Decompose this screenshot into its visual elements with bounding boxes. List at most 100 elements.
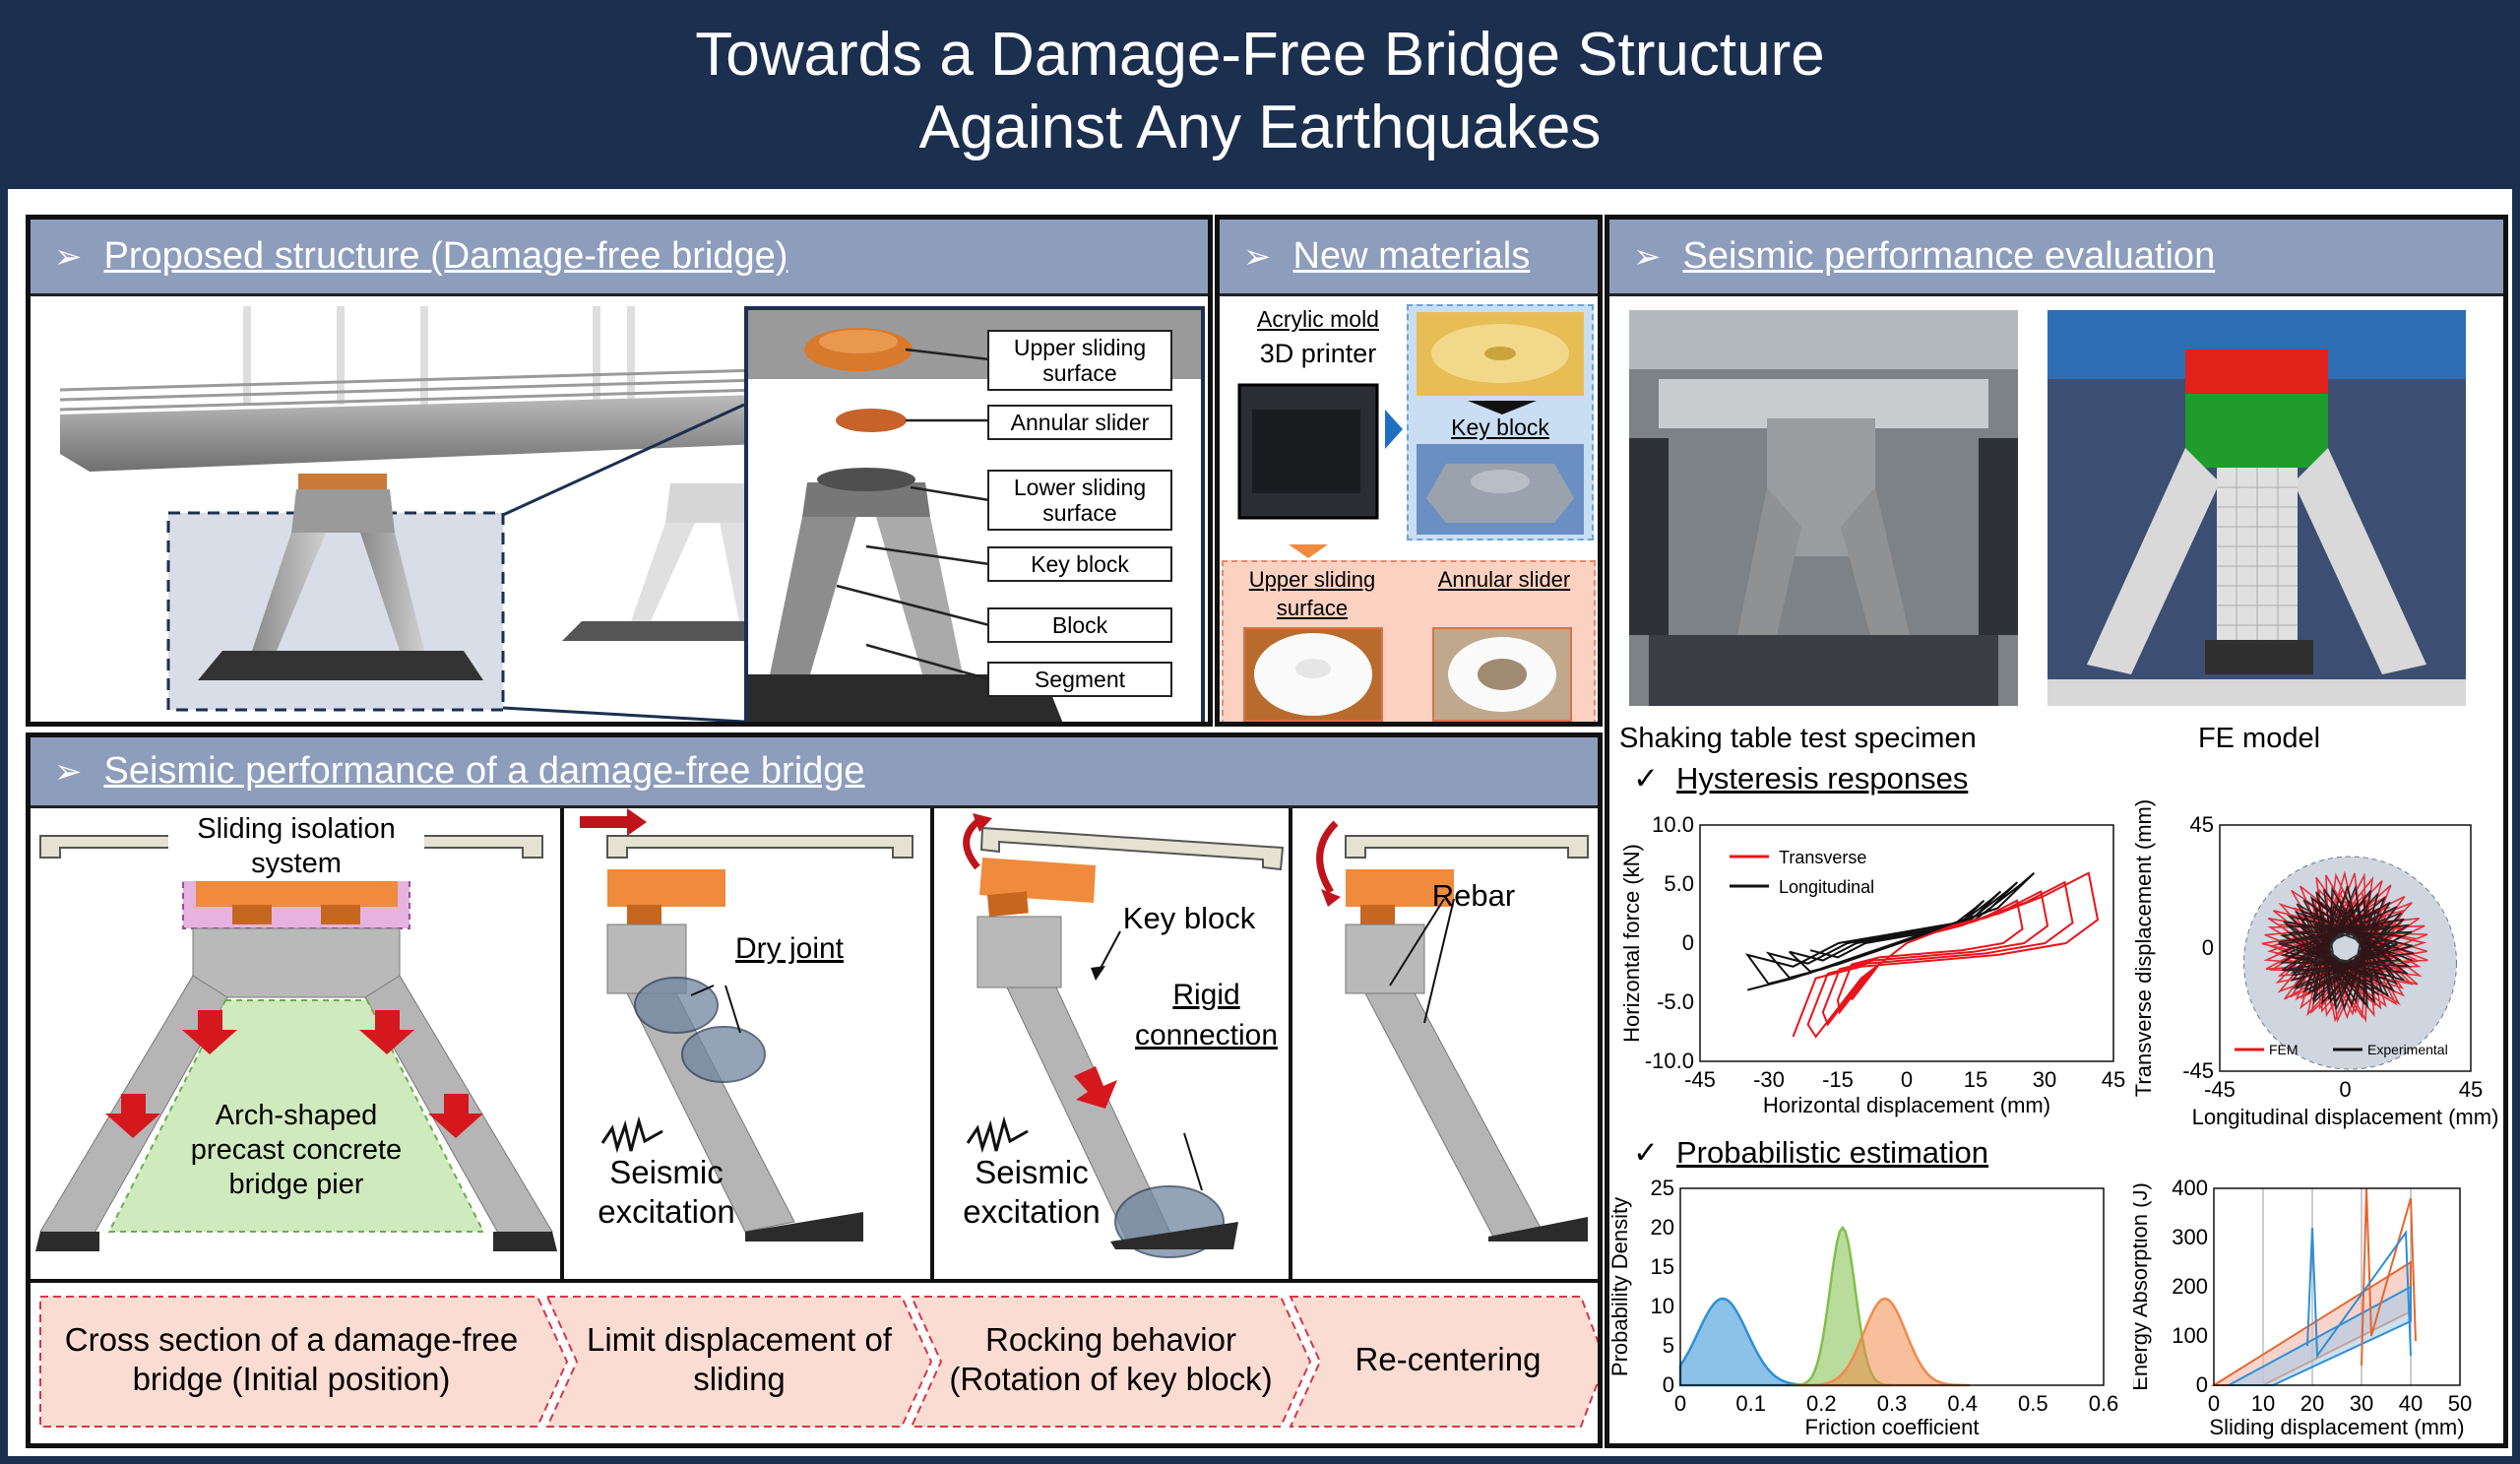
shaking-table-caption: Shaking table test specimen	[1619, 723, 1977, 754]
arch-pier-label: Arch-shaped precast concrete bridge pier	[190, 1100, 403, 1200]
x-tick-label: 0	[2339, 1077, 2351, 1102]
right-triangle-icon	[1385, 410, 1403, 449]
y-tick-label: -5.0	[1657, 989, 1694, 1014]
y-axis-label: Transverse displacement (mm)	[2131, 799, 2156, 1097]
density-curve-0	[1678, 1297, 1822, 1387]
panel-header: ➢ Seismic performance of a damage-free br…	[31, 737, 1598, 808]
x-tick-label: -30	[1753, 1067, 1785, 1092]
x-tick-label: 0.6	[2089, 1391, 2119, 1416]
scene-initial: Sliding isolation system Arch-shaped pre…	[31, 808, 564, 1279]
label-upper-sliding-surface: Upper sliding surface	[987, 330, 1172, 391]
step-4-label: Re-centering	[1354, 1341, 1542, 1377]
orbit-series-experimental	[2277, 884, 2415, 1011]
printer-label: 3D printer	[1259, 339, 1377, 368]
recentering-illustration	[1316, 820, 1589, 1241]
x-tick-label: 30	[2350, 1391, 2373, 1416]
rocking-illustration	[963, 813, 1285, 1258]
y-tick-label: 400	[2172, 1176, 2208, 1200]
new-materials-panel: ➢New materials Acrylic mold 3D printer K…	[1215, 215, 1603, 727]
step-1-label: Cross section of a damage-free bridge (I…	[64, 1321, 519, 1397]
x-tick-label: 0	[2208, 1391, 2220, 1416]
down-triangle-icon	[1468, 401, 1537, 414]
x-axis-label: Horizontal displacement (mm)	[1763, 1093, 2050, 1117]
title-line-1: Towards a Damage-Free Bridge Structure	[695, 21, 1825, 89]
x-tick-label: 0.3	[1877, 1391, 1908, 1416]
zoom-detail: Upper sliding surface Annular slider Low…	[744, 306, 1205, 722]
y-tick-label: -10.0	[1645, 1049, 1694, 1073]
upper-sliding-surface-image	[1243, 627, 1383, 722]
probabilistic-heading: ✓Probabilistic estimation	[1633, 1135, 1988, 1171]
y-tick-label: 0	[1682, 930, 1694, 955]
rebar-label: Rebar	[1431, 878, 1516, 913]
density-curve-2	[1798, 1297, 1970, 1387]
key-block-label: Key block	[1451, 414, 1549, 440]
printer-area: Acrylic mold 3D printer Key block	[1220, 296, 1598, 542]
key-block-label: Key block	[1122, 901, 1256, 935]
sliding-isolation-label: Sliding isolation system	[168, 812, 424, 881]
y-tick-label: 300	[2172, 1225, 2208, 1249]
title-line-2: Against Any Earthquakes	[918, 94, 1602, 161]
bridge-performance-panel: ➢ Seismic performance of a damage-free br…	[26, 732, 1603, 1448]
x-tick-label: 40	[2399, 1391, 2423, 1416]
seismic-excitation-label-1: Seismic excitation	[598, 1154, 735, 1230]
y-tick-label: 5	[1663, 1333, 1674, 1358]
evaluation-panel: ➢Seismic performance evaluation Shaking …	[1605, 215, 2508, 1448]
energy-spike-orange	[2361, 1187, 2417, 1367]
annular-slider-image	[1432, 627, 1572, 722]
y-tick-label: -45	[2182, 1058, 2214, 1083]
scene-recentering: Rebar	[1296, 808, 1598, 1279]
proposed-structure-panel: ➢ Proposed structure (Damage-free bridge)	[26, 215, 1213, 727]
check-icon: ✓	[1633, 1135, 1659, 1170]
panel-title: Proposed structure (Damage-free bridge)	[103, 235, 788, 277]
panel-header: ➢ Proposed structure (Damage-free bridge)	[31, 220, 1208, 296]
hysteresis-title: Hysteresis responses	[1675, 761, 1969, 796]
plot-frame	[1679, 1187, 2105, 1386]
x-axis-label: Longitudinal displacement (mm)	[2192, 1105, 2499, 1129]
slider-parts-box: Upper sliding surface Annular slider	[1222, 560, 1596, 722]
series-line-transverse	[1792, 871, 2100, 1039]
x-axis-label: Sliding displacement (mm)	[2209, 1415, 2464, 1439]
step-2-label: Limit displacement of sliding	[587, 1321, 892, 1397]
y-tick-label: 25	[1651, 1176, 1674, 1200]
plot-frame	[1699, 824, 2114, 1062]
x-tick-label: 45	[2459, 1077, 2483, 1102]
x-tick-label: 0	[1674, 1391, 1686, 1416]
fe-model-image	[2048, 310, 2466, 706]
y-tick-label: 0	[2196, 1372, 2208, 1397]
arrow-icon: ➢	[54, 237, 83, 276]
scene-rocking: Key block Rigid connection Seismic excit…	[938, 808, 1292, 1279]
check-icon: ✓	[1633, 761, 1659, 796]
acrylic-mold-label: Acrylic mold	[1257, 306, 1379, 332]
arrow-icon: ➢	[54, 752, 83, 791]
panel-header: ➢New materials	[1220, 220, 1598, 296]
label-lower-sliding-surface: Lower sliding surface	[987, 470, 1172, 531]
x-tick-label: 20	[2300, 1391, 2324, 1416]
x-axis-label: Friction coefficient	[1805, 1415, 1980, 1439]
panel-title: Seismic performance of a damage-free bri…	[103, 750, 865, 792]
content-area: ➢ Proposed structure (Damage-free bridge)	[8, 189, 2512, 1456]
key-block-image	[1417, 444, 1584, 535]
label-annular-slider: Annular slider	[987, 405, 1172, 440]
y-tick-label: 15	[1651, 1254, 1674, 1279]
energy-band-blue	[2228, 1285, 2412, 1386]
shaking-table-photo	[1629, 310, 2018, 706]
seismic-excitation-label-2: Seismic excitation	[963, 1154, 1101, 1230]
y-tick-label: 0	[1663, 1372, 1674, 1397]
y-tick-label: 10.0	[1652, 812, 1694, 837]
x-tick-label: -15	[1822, 1067, 1854, 1092]
x-tick-label: 50	[2448, 1391, 2472, 1416]
legend-label: Longitudinal	[1779, 877, 1874, 897]
panel-title: New materials	[1292, 235, 1531, 277]
label-key-block: Key block	[987, 546, 1172, 582]
y-tick-label: 5.0	[1664, 871, 1694, 896]
y-axis-label: Probability Density	[1611, 1197, 1632, 1376]
x-tick-label: 0.4	[1947, 1391, 1978, 1416]
x-tick-label: 15	[1964, 1067, 1987, 1092]
step-chevrons	[39, 1296, 1598, 1428]
legend-label: FEM	[2269, 1042, 2299, 1057]
scene-limit-displacement: Dry joint Seismic excitation	[568, 808, 934, 1279]
down-arrow-orange-icon	[1289, 544, 1328, 558]
